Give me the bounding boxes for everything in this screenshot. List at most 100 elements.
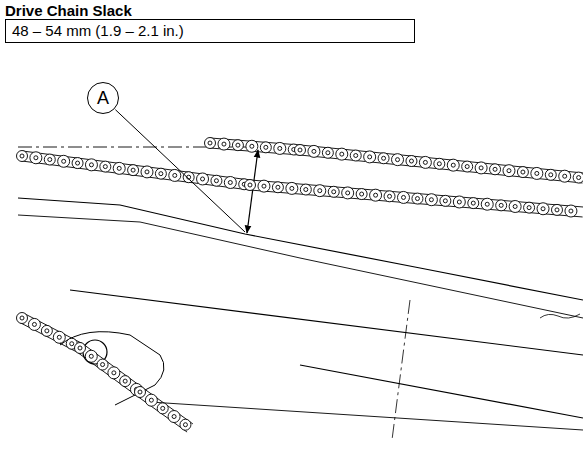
chain-pin <box>499 203 503 207</box>
chain-pin <box>563 174 567 178</box>
chain-link <box>260 142 271 153</box>
chain-pin <box>201 177 205 181</box>
chain-pin <box>451 163 455 167</box>
chain-link <box>168 411 180 423</box>
chain-link <box>53 331 65 343</box>
chain-pin <box>208 141 212 145</box>
chain-pin <box>89 163 93 167</box>
callout-circle: A <box>87 82 119 114</box>
chain-pin <box>326 151 330 155</box>
chain-link <box>272 182 283 193</box>
chain-link <box>141 166 153 178</box>
chain-link <box>75 343 86 354</box>
chain-pin <box>222 142 226 146</box>
chain-pin <box>138 390 142 394</box>
chain-link <box>412 193 423 204</box>
chain-link <box>155 168 166 179</box>
chain-link <box>545 169 556 180</box>
chain-pin <box>485 202 489 206</box>
chain-pin <box>340 152 344 156</box>
chain-link <box>211 175 222 186</box>
chain-link <box>58 155 70 167</box>
chain-pin <box>131 168 135 172</box>
chain-link <box>41 325 52 336</box>
chain-link <box>274 142 286 154</box>
chain-pin <box>471 201 475 205</box>
chain-link <box>232 140 243 151</box>
chain-link <box>180 419 191 430</box>
chain-link <box>322 147 333 158</box>
leader-line <box>115 110 245 232</box>
chain-pin <box>396 158 400 162</box>
chain-link <box>197 173 209 185</box>
chain-link <box>218 138 230 150</box>
chain-pin <box>20 316 24 320</box>
chain-pin <box>535 171 539 175</box>
chain-pin <box>183 423 187 427</box>
chain-plate <box>143 388 193 424</box>
chain-pin <box>264 145 268 149</box>
chain-pin <box>62 159 66 163</box>
chain-link <box>425 194 437 206</box>
drive-chain <box>295 145 583 184</box>
chain-pin <box>304 188 308 192</box>
chain-link <box>440 195 451 206</box>
chain-pin <box>173 173 177 177</box>
chain-link <box>509 200 521 212</box>
chain-pin <box>228 180 232 184</box>
chain-link <box>314 185 326 197</box>
chain-pin <box>57 335 61 339</box>
chain-link <box>496 200 507 211</box>
table-heading: Drive Chain Slack <box>5 2 415 19</box>
chain-pin <box>248 183 252 187</box>
drive-chain <box>205 138 301 156</box>
chain-link <box>565 205 577 217</box>
chain-link <box>370 189 382 201</box>
center-line <box>392 300 410 440</box>
chain-pin <box>312 149 316 153</box>
chain-link <box>308 145 320 157</box>
chain-pin <box>78 346 82 350</box>
chain-link <box>113 162 125 174</box>
chain-pin <box>374 193 378 197</box>
chain-link <box>17 151 28 162</box>
chain-pin <box>368 155 372 159</box>
chain-link <box>30 152 42 164</box>
chain-link <box>85 159 97 171</box>
chain-link <box>384 191 395 202</box>
chain-pin <box>278 146 282 150</box>
chain-link <box>100 161 111 172</box>
chain-link <box>551 204 562 215</box>
swingarm-edge <box>18 215 583 318</box>
chain-pin <box>318 189 322 193</box>
chain-pin <box>250 144 254 148</box>
chain-pin <box>112 371 116 375</box>
chain-pin <box>569 209 573 213</box>
chain-link <box>481 198 493 210</box>
chain-link <box>205 138 216 149</box>
chain-pin <box>354 154 358 158</box>
chain-pin <box>457 200 461 204</box>
chain-pin <box>429 198 433 202</box>
chain-link <box>406 156 417 167</box>
chain-link <box>462 161 473 172</box>
chain-link <box>531 167 543 179</box>
chain-link <box>468 198 479 209</box>
chain-pin <box>32 322 36 326</box>
chain-plate <box>21 161 249 190</box>
chain-pin <box>521 170 525 174</box>
chain-link <box>17 313 28 324</box>
chain-link <box>295 145 306 156</box>
chain-plate <box>250 180 583 207</box>
chain-link <box>135 387 146 398</box>
swingarm-edge <box>18 198 583 300</box>
chain-link <box>72 158 83 169</box>
chain-pin <box>415 197 419 201</box>
chain-link <box>503 165 515 177</box>
chain-pin <box>443 199 447 203</box>
chain-pin <box>89 354 93 358</box>
chain-link <box>434 158 445 169</box>
swingarm-edge <box>300 365 583 418</box>
chain-pin <box>577 176 581 180</box>
